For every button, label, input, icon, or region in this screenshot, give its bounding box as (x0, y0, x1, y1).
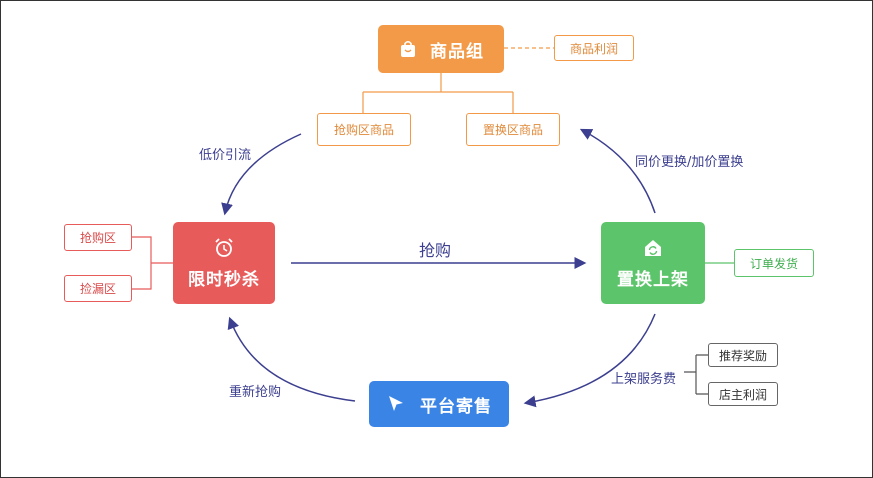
tag-rush-zone: 抢购区 (64, 224, 132, 251)
label-low-price-traffic: 低价引流 (199, 148, 252, 163)
arrow-low-price (221, 133, 302, 216)
tag-order-shipping: 订单发货 (734, 249, 814, 277)
node-product-group-label: 商品组 (430, 41, 484, 62)
node-flash-sale-label: 限时秒杀 (188, 269, 260, 290)
node-exchange-listing-label: 置换上架 (617, 269, 689, 290)
tag-store-owner-profit: 店主利润 (708, 382, 778, 406)
home-refresh-icon (645, 239, 661, 256)
node-platform-consignment[interactable]: 平台寄售 (369, 381, 509, 427)
bracket-left-tags (132, 236, 173, 290)
tag-rush-zone-products: 抢购区商品 (317, 113, 411, 146)
tag-bargain-zone: 捡漏区 (64, 275, 132, 302)
node-flash-sale[interactable]: 限时秒杀 (173, 222, 275, 304)
label-rush-buy: 抢购 (419, 241, 452, 260)
tag-referral-reward: 推荐奖励 (708, 343, 778, 367)
arrow-rebuy (227, 316, 356, 402)
bracket-fee-tags (684, 354, 708, 395)
node-exchange-listing[interactable]: 置换上架 (601, 222, 705, 304)
node-product-group[interactable]: 商品组 (378, 25, 504, 73)
label-exchange: 同价更换/加价置换 (635, 155, 744, 170)
label-listing-fee: 上架服务费 (611, 372, 677, 387)
label-rebuy: 重新抢购 (229, 385, 282, 400)
arrow-listing-fee (523, 313, 656, 408)
shopping-bag-icon (401, 40, 415, 57)
arrow-exchange (579, 128, 656, 214)
tag-exchange-zone-products: 置换区商品 (466, 113, 560, 146)
node-platform-consignment-label: 平台寄售 (420, 396, 492, 417)
bracket-top-subitems (362, 73, 514, 113)
alarm-clock-icon (215, 237, 233, 257)
tag-product-profit: 商品利润 (554, 35, 634, 61)
cursor-arrow-icon (389, 396, 403, 411)
